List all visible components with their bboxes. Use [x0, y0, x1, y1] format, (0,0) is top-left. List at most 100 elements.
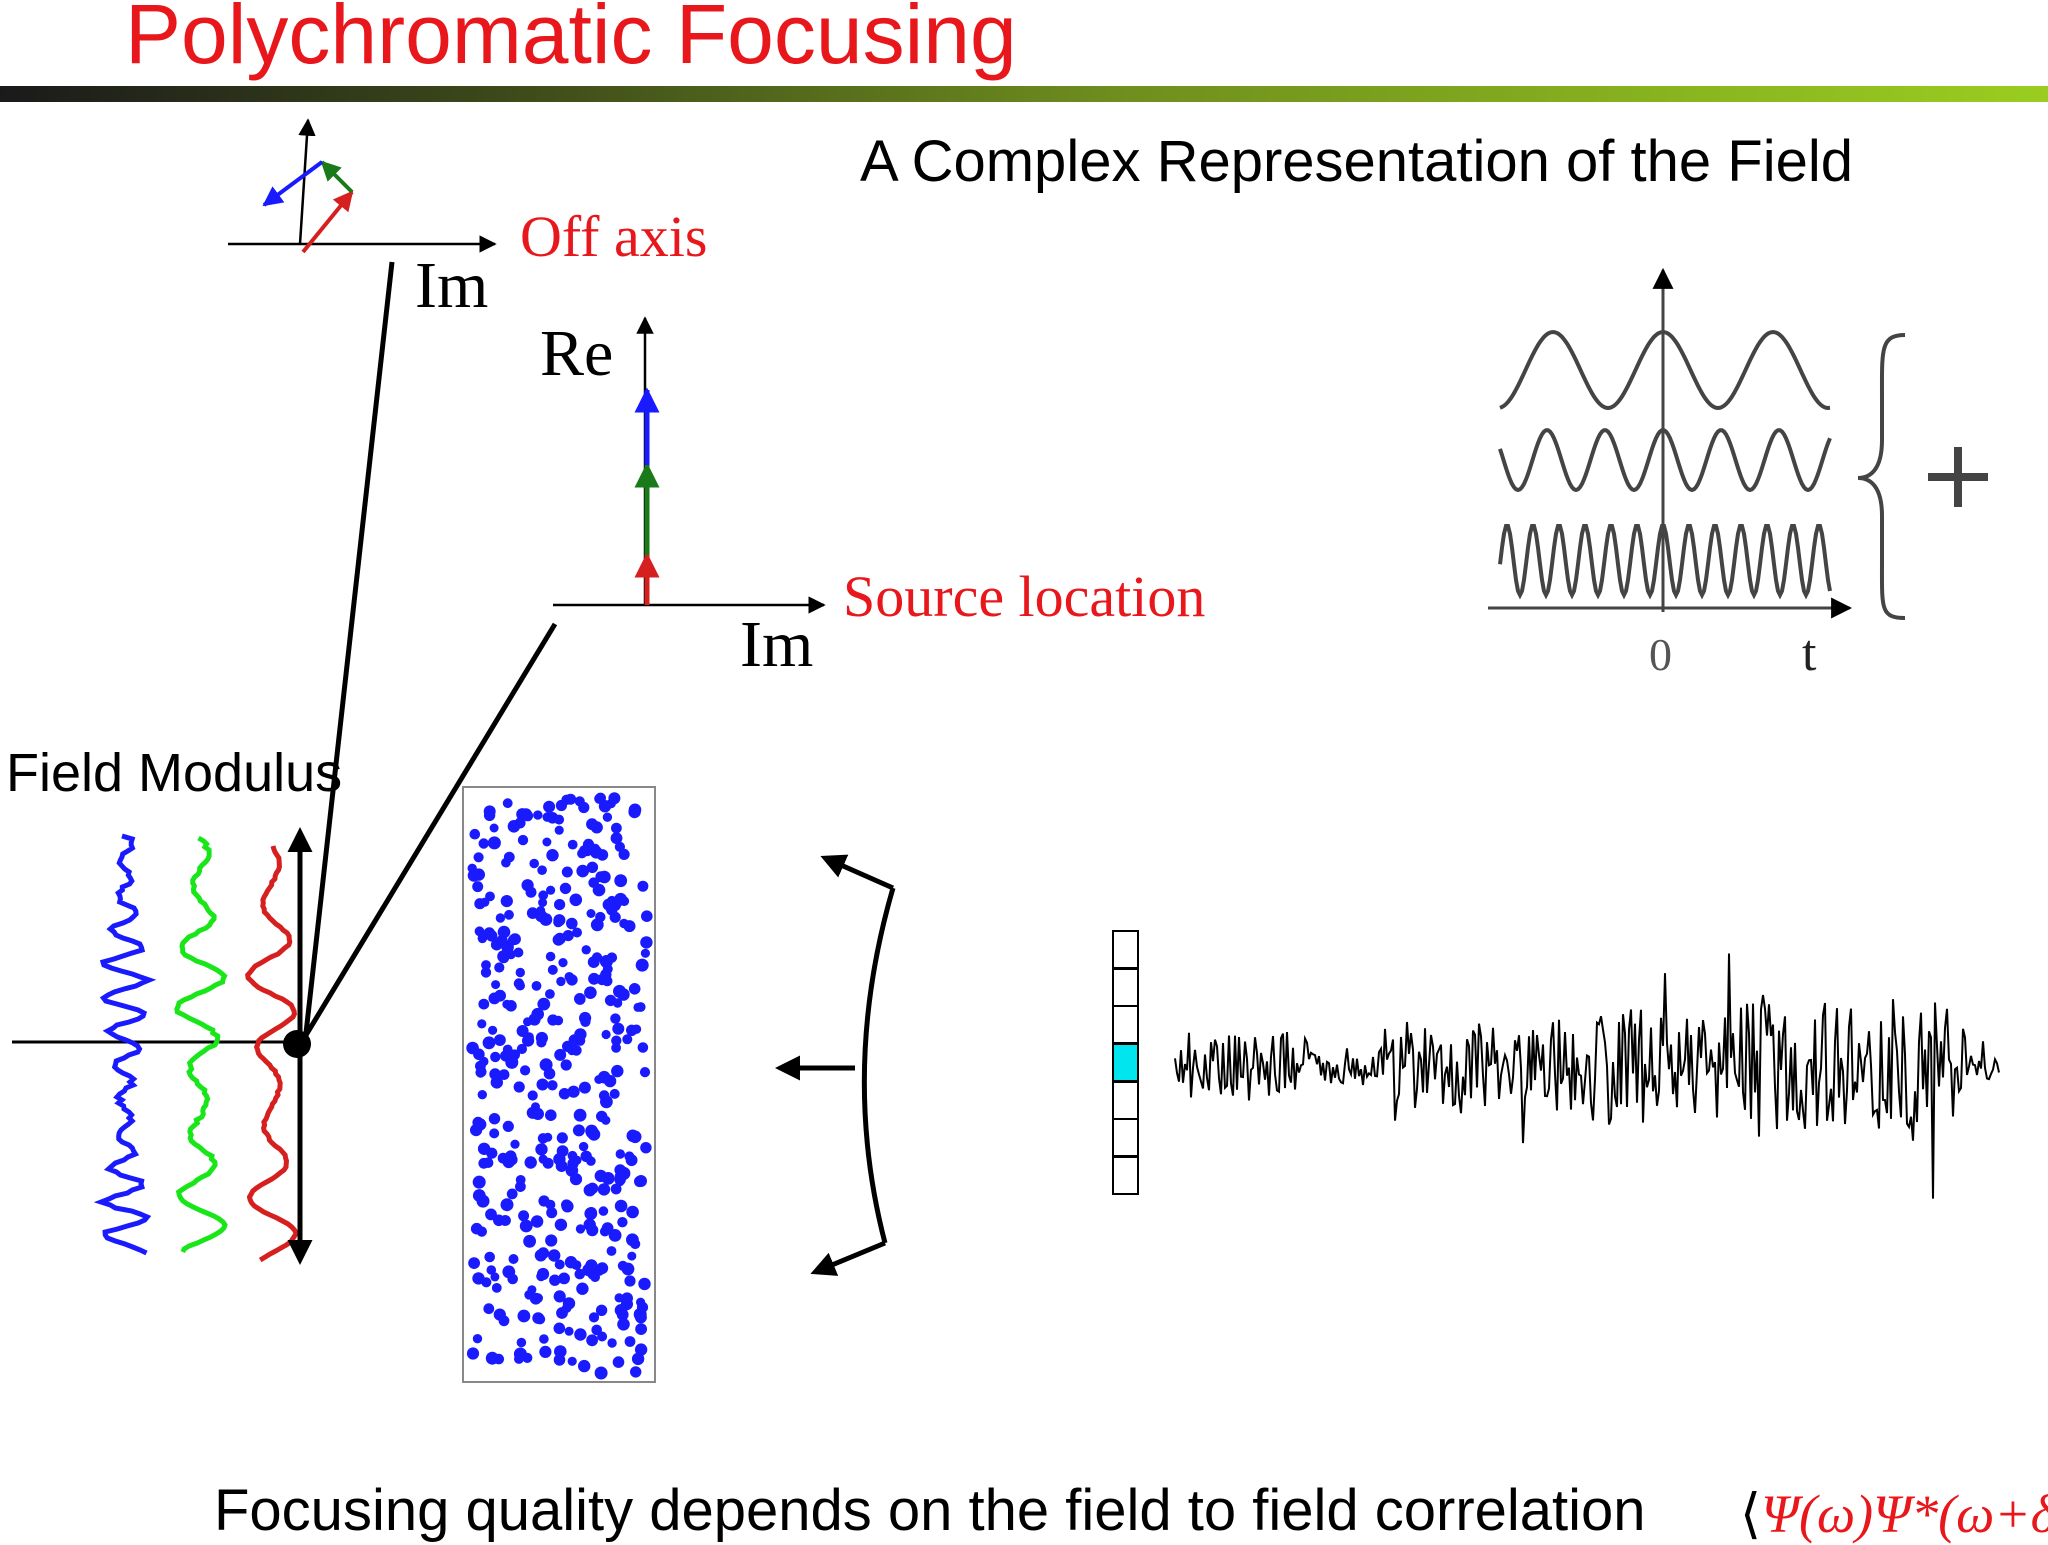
scatterer-dot	[548, 1249, 561, 1262]
scatterer-dot	[470, 1222, 483, 1235]
title-underline-bar	[0, 86, 2048, 102]
time-axis-label: t	[1802, 625, 1817, 682]
time-domain-plot	[1488, 267, 1988, 620]
scatterer-dot	[584, 986, 597, 999]
scatterer-dot	[564, 972, 575, 982]
scatterer-dot	[588, 972, 600, 985]
scatterer-dot	[513, 1081, 525, 1093]
scatterer-dot	[515, 980, 525, 991]
summation-brace	[1857, 333, 1906, 620]
scatterer-dot	[515, 967, 525, 978]
transducer-element	[1112, 1156, 1139, 1195]
scatterer-dot	[489, 1068, 501, 1080]
scatterer-dot	[497, 1152, 509, 1164]
scatterer-dot	[475, 1060, 486, 1072]
scatterer-dot	[561, 1199, 572, 1211]
scatterer-dot	[554, 899, 566, 911]
scatterer-dot	[484, 1251, 496, 1263]
scatterer-dot	[558, 958, 568, 968]
scatterer-dot	[567, 839, 578, 850]
scatterer-dot	[635, 1002, 646, 1012]
scatterer-dot	[572, 1124, 585, 1137]
scatterer-dot	[628, 805, 641, 819]
scatterer-dot	[490, 1051, 501, 1063]
scatterer-dot	[504, 909, 514, 920]
scattering-medium	[462, 786, 656, 1383]
scatterer-dot	[473, 852, 484, 863]
scatterer-dot	[560, 1059, 572, 1071]
slide-title: Polychromatic Focusing	[125, 0, 1017, 81]
scatterer-dot	[591, 952, 603, 963]
transducer-element	[1112, 1081, 1139, 1120]
scatterer-dot	[472, 1116, 484, 1129]
scatterer-dot	[581, 945, 591, 955]
scatterer-dot	[601, 1029, 611, 1040]
scatterer-dot	[547, 1080, 558, 1091]
scatterer-dot	[472, 1334, 483, 1344]
scatterer-dot	[534, 1249, 547, 1262]
formula-open-bracket: ⟨	[1740, 1484, 1762, 1544]
scatterer-dot	[513, 947, 524, 958]
scatterer-dot	[476, 1194, 490, 1208]
scatterer-dot	[523, 1234, 536, 1248]
scatterer-dot	[626, 1205, 639, 1219]
scatterer-dot	[529, 858, 539, 869]
scatterer-dot	[577, 848, 587, 859]
scatterer-dot	[491, 980, 501, 990]
scatterer-dot	[538, 1154, 548, 1164]
active-transducer-element	[1112, 1043, 1139, 1082]
curved-array-arc	[861, 887, 896, 1244]
scatterer-dot	[569, 1173, 583, 1186]
scatterer-dot	[637, 1042, 649, 1053]
scatterer-dot	[554, 1048, 567, 1061]
scatterer-dot	[543, 800, 556, 813]
scatterer-dot	[526, 1106, 539, 1119]
scatterer-dot	[608, 792, 621, 805]
scatterer-dot	[614, 1293, 624, 1303]
scatterer-dot	[521, 879, 534, 892]
scatterer-dot	[631, 1352, 645, 1366]
scatterer-dot	[587, 1128, 601, 1141]
scatterer-dot	[508, 1254, 519, 1264]
scatterer-dot	[539, 1345, 552, 1358]
scatterer-dot	[612, 1022, 625, 1035]
scatterer-dot	[543, 1067, 556, 1080]
scatterer-dot	[606, 952, 618, 963]
scatterer-dot	[626, 1129, 640, 1143]
scatterer-dot	[635, 1323, 647, 1335]
scatterer-dot	[554, 814, 565, 825]
scatterer-dot	[519, 1219, 533, 1233]
source-leader-line	[297, 622, 558, 1047]
scatterer-dot	[598, 1206, 609, 1216]
scatterer-dot	[633, 1307, 647, 1321]
scatterer-dot	[567, 1085, 580, 1098]
scatterer-dot	[553, 1322, 566, 1335]
scatterer-dot	[496, 934, 508, 947]
scatterer-dot	[617, 988, 630, 1001]
scatterer-dot	[574, 1268, 586, 1280]
scatterer-dot	[493, 1214, 505, 1227]
transducer-element	[1112, 1118, 1139, 1157]
high-frequency-wave	[1498, 524, 1832, 600]
scatterer-dot	[590, 918, 604, 932]
scatterer-dot	[502, 798, 513, 809]
curved-array-icon	[775, 854, 896, 1276]
scatterer-dot	[635, 958, 649, 972]
scatterer-dot	[545, 1234, 558, 1247]
source-location-phasor	[553, 316, 826, 614]
scatterer-dot	[578, 1359, 591, 1373]
scatterer-dot	[628, 983, 641, 995]
off-axis-leader-line	[302, 261, 395, 1043]
scatterer-dot	[498, 1069, 510, 1080]
scatterer-dot	[597, 1070, 611, 1084]
transducer-array-icon	[1112, 930, 1139, 1195]
scatterer-dot	[520, 1065, 531, 1076]
scatterer-dot	[545, 951, 556, 962]
formula-body: Ψ(ω)Ψ*(ω+δω)	[1761, 1484, 2048, 1544]
scatterer-dot	[573, 1108, 587, 1122]
scatterer-dot	[606, 895, 618, 907]
scatterer-dot	[612, 1356, 625, 1368]
scatterer-dot	[517, 1309, 531, 1323]
scatterer-dot	[500, 1198, 514, 1212]
scatterer-dot	[590, 821, 603, 834]
